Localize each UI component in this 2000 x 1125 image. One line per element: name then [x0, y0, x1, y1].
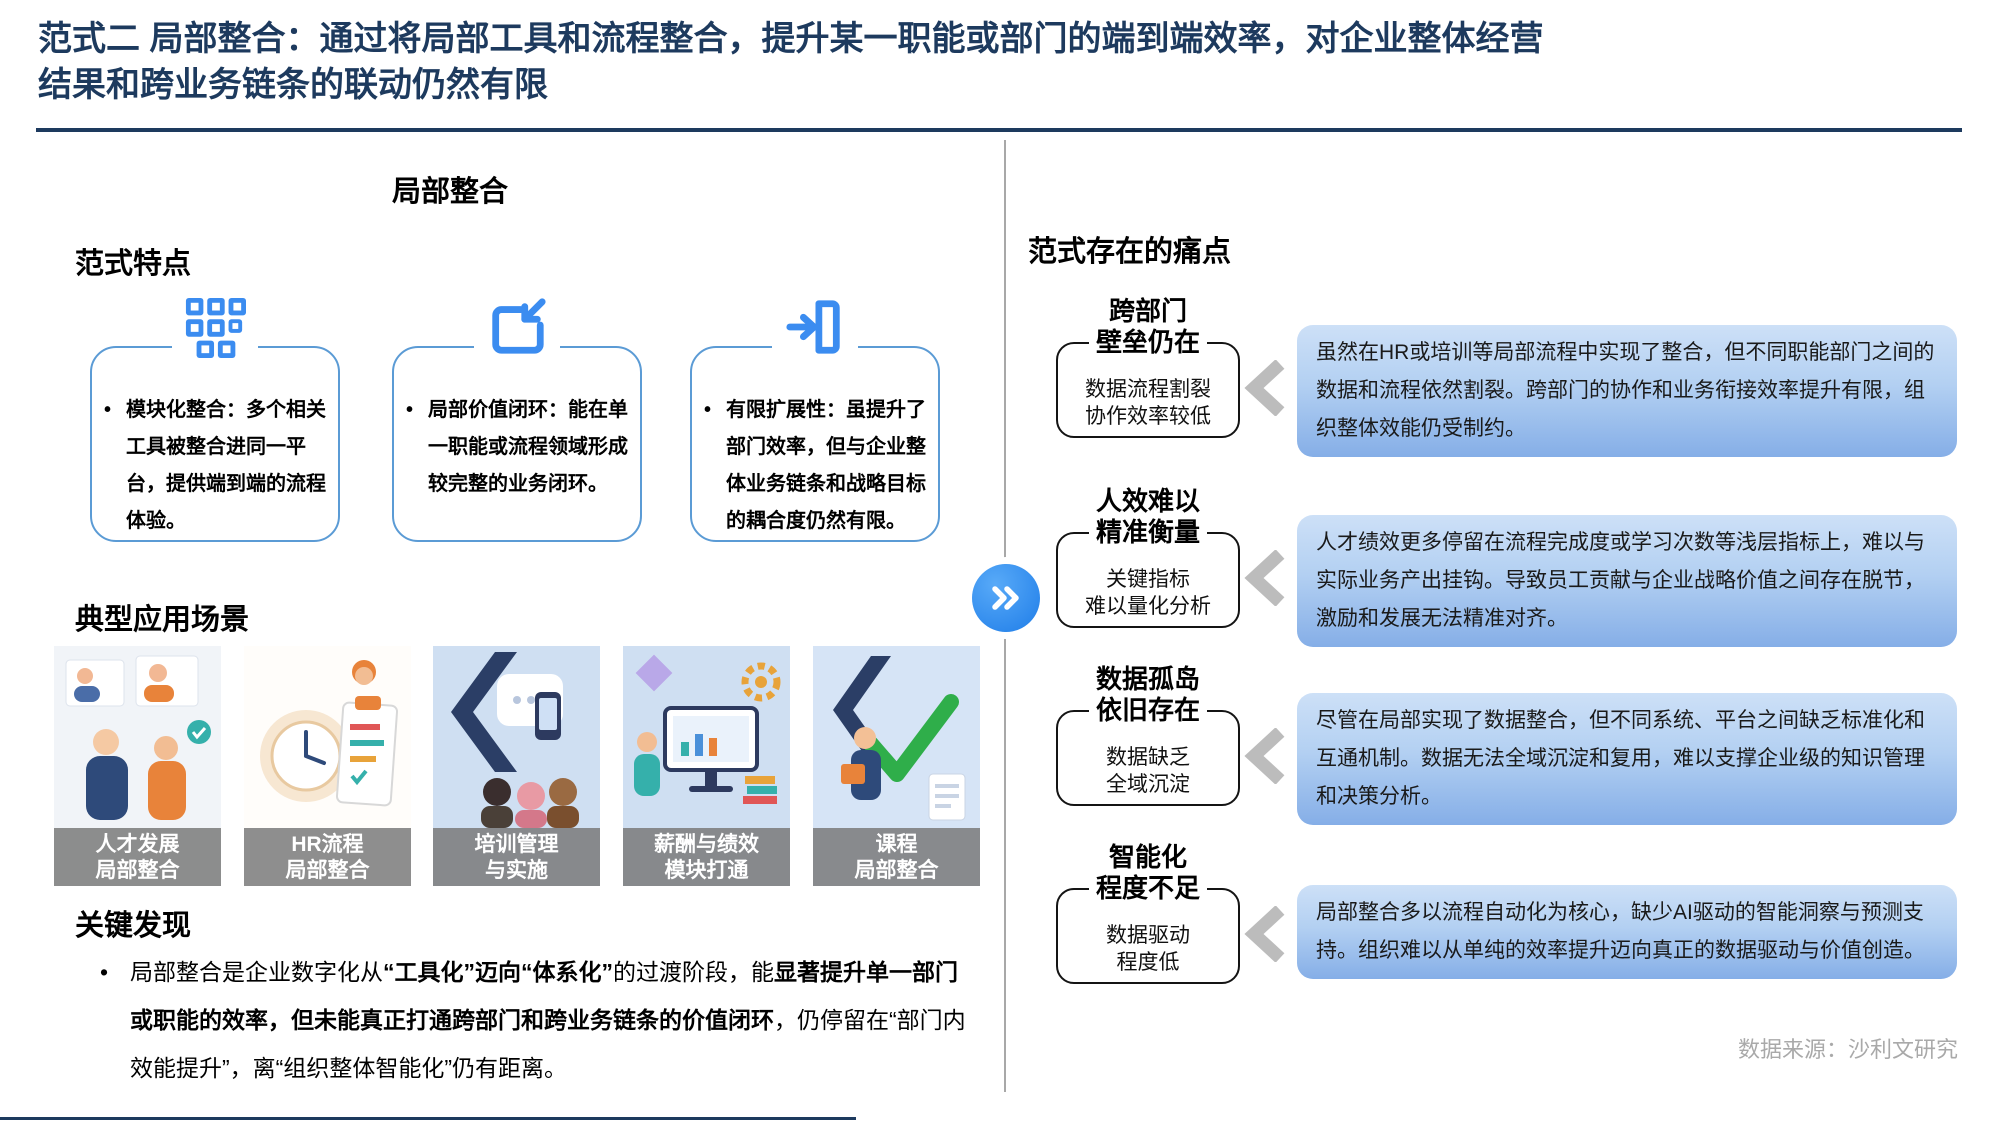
pain-sub-line2: 协作效率较低 — [1085, 405, 1211, 428]
pain-subtitle: 关键指标 难以量化分析 — [1056, 566, 1240, 620]
left-chevron-icon — [1244, 360, 1285, 416]
pain-description: 虽然在HR或培训等局部流程中实现了整合，但不同职能部门之间的数据和流程依然割裂。… — [1297, 325, 1957, 457]
pain-sub-line1: 数据驱动 — [1106, 924, 1190, 947]
pain-title-line2: 程度不足 — [1088, 873, 1207, 904]
pain-title-line2: 依旧存在 — [1088, 695, 1207, 726]
left-chevron-icon — [1244, 906, 1285, 962]
key-finding-text: 局部整合是企业数字化从“工具化”迈向“体系化”的过渡阶段，能显著提升单一部门或职… — [130, 948, 972, 1092]
pain-title-line1: 人效难以 — [1088, 486, 1207, 517]
pain-title-line1: 跨部门 — [1101, 296, 1194, 327]
bullet: • — [704, 399, 712, 421]
features-heading: 范式特点 — [75, 248, 192, 280]
pain-title-line2: 精准衡量 — [1088, 517, 1207, 548]
pain-row-intelligence: 智能化 程度不足 数据驱动 程度低 局部整合多以流程自动化为核心，缺少AI驱动的… — [1056, 842, 1958, 992]
feature-text-value-loop: 局部价值闭环：能在单一职能或流程领域形成较完整的业务闭环。 — [428, 399, 628, 495]
feature-box-limited-expansion: • 有限扩展性：虽提升了部门效率，但与企业整体业务链条和战略目标的耦合度仍然有限。 — [690, 294, 940, 542]
feature-text-limited-expansion: 有限扩展性：虽提升了部门效率，但与企业整体业务链条和战略目标的耦合度仍然有限。 — [726, 399, 926, 532]
title-divider — [36, 128, 1962, 132]
card-label-line1: 薪酬与绩效 — [654, 833, 759, 856]
card-label-line1: 人才发展 — [95, 833, 180, 856]
card-label: 培训管理 与实施 — [433, 828, 600, 886]
pain-label-block: 人效难以 精准衡量 关键指标 难以量化分析 — [1056, 486, 1240, 628]
card-label-line1: 培训管理 — [474, 833, 559, 856]
bullet: • — [100, 959, 109, 985]
pain-subtitle: 数据流程割裂 协作效率较低 — [1056, 376, 1240, 430]
left-chevron-icon — [1244, 728, 1285, 784]
footer-line — [0, 1117, 856, 1120]
scenario-card-training: 培训管理 与实施 — [433, 646, 600, 886]
double-chevron-badge — [972, 564, 1040, 632]
pain-label-block: 智能化 程度不足 数据驱动 程度低 — [1056, 842, 1240, 984]
card-label-line2: 局部整合 — [854, 859, 939, 882]
pain-description: 人才绩效更多停留在流程完成度或学习次数等浅层指标上，难以与实际业务产出挂钩。导致… — [1297, 515, 1957, 647]
pain-sub-line2: 全域沉淀 — [1106, 773, 1190, 796]
card-label: 薪酬与绩效 模块打通 — [623, 828, 790, 886]
double-chevron-icon — [992, 586, 1019, 610]
pain-title-line1: 数据孤岛 — [1088, 664, 1207, 695]
pain-sub-line1: 数据缺乏 — [1106, 746, 1190, 769]
card-label: HR流程 局部整合 — [244, 828, 411, 886]
scenarios-heading: 典型应用场景 — [75, 604, 250, 636]
pain-subtitle: 数据驱动 程度低 — [1056, 922, 1240, 976]
pain-subtitle: 数据缺乏 全域沉淀 — [1056, 744, 1240, 798]
pain-points-heading: 范式存在的痛点 — [1028, 236, 1232, 268]
card-label-line2: 模块打通 — [664, 859, 749, 882]
feature-box-value-loop: • 局部价值闭环：能在单一职能或流程领域形成较完整的业务闭环。 — [392, 294, 642, 542]
pain-row-hr-efficiency: 人效难以 精准衡量 关键指标 难以量化分析 人才绩效更多停留在流程完成度或学习次… — [1056, 486, 1958, 647]
bullet: • — [104, 399, 112, 421]
pain-description: 尽管在局部实现了数据整合，但不同系统、平台之间缺乏标准化和互通机制。数据无法全域… — [1297, 693, 1957, 825]
card-label: 课程 局部整合 — [813, 828, 980, 886]
pain-sub-line1: 关键指标 — [1106, 568, 1190, 591]
modules-grid-icon — [172, 294, 258, 360]
key-finding-paragraph: • 局部整合是企业数字化从“工具化”迈向“体系化”的过渡阶段，能显著提升单一部门… — [100, 948, 972, 1092]
left-panel-heading: 局部整合 — [391, 176, 508, 208]
feature-text-modular: 模块化整合：多个相关工具被整合进同一平台，提供端到端的流程体验。 — [126, 399, 326, 532]
feature-box-modular: • 模块化整合：多个相关工具被整合进同一平台，提供端到端的流程体验。 — [90, 294, 340, 542]
pain-sub-line1: 数据流程割裂 — [1085, 378, 1211, 401]
pain-title-line2: 壁垒仍在 — [1088, 327, 1207, 358]
finding-seg: 的过渡阶段，能 — [613, 959, 774, 985]
data-source-note: 数据来源：沙利文研究 — [1737, 1037, 1958, 1062]
card-label-line1: HR流程 — [291, 833, 364, 856]
pain-row-cross-department: 跨部门 壁垒仍在 数据流程割裂 协作效率较低 虽然在HR或培训等局部流程中实现了… — [1056, 296, 1958, 457]
card-label: 人才发展 局部整合 — [54, 828, 221, 886]
finding-seg: ，仍停留在“部门内效能提升”，离“组织整体智能化”仍有距离。 — [130, 1007, 966, 1081]
card-label-line1: 课程 — [875, 833, 918, 856]
card-label-line2: 与实施 — [485, 859, 548, 882]
page-title-line1: 范式二 局部整合：通过将局部工具和流程整合，提升某一职能或部门的端到端效率，对企… — [38, 20, 1544, 58]
card-label-line2: 局部整合 — [95, 859, 180, 882]
pain-sub-line2: 难以量化分析 — [1085, 595, 1211, 618]
pain-row-data-silo: 数据孤岛 依旧存在 数据缺乏 全域沉淀 尽管在局部实现了数据整合，但不同系统、平… — [1056, 664, 1958, 825]
pain-label-block: 数据孤岛 依旧存在 数据缺乏 全域沉淀 — [1056, 664, 1240, 806]
pain-sub-line2: 程度低 — [1116, 951, 1180, 974]
door-enter-icon — [772, 294, 858, 360]
share-export-icon — [474, 294, 560, 360]
finding-seg-bold: “工具化”迈向“体系化” — [383, 959, 613, 985]
pain-description: 局部整合多以流程自动化为核心，缺少AI驱动的智能洞察与预测支持。组织难以从单纯的… — [1297, 885, 1957, 979]
left-chevron-icon — [1244, 550, 1285, 606]
findings-heading: 关键发现 — [75, 910, 192, 942]
scenario-card-compensation: 薪酬与绩效 模块打通 — [623, 646, 790, 886]
finding-seg-bold: 显著提升单一部门或职能的效率，但未能真正打通跨部门和跨业务链条的价值闭环 — [130, 959, 958, 1033]
finding-seg: 局部整合是企业数字化从 — [130, 959, 383, 985]
scenario-card-course: 课程 局部整合 — [813, 646, 980, 886]
bullet: • — [406, 399, 414, 421]
page-title-line2: 结果和跨业务链条的联动仍然有限 — [38, 66, 548, 104]
scenario-card-hr-process: HR流程 局部整合 — [244, 646, 411, 886]
pain-label-block: 跨部门 壁垒仍在 数据流程割裂 协作效率较低 — [1056, 296, 1240, 438]
scenario-card-talent: 人才发展 局部整合 — [54, 646, 221, 886]
pain-title-line1: 智能化 — [1101, 842, 1194, 873]
page-title: 范式二 局部整合：通过将局部工具和流程整合，提升某一职能或部门的端到端效率，对企… — [38, 16, 1972, 108]
card-label-line2: 局部整合 — [285, 859, 370, 882]
